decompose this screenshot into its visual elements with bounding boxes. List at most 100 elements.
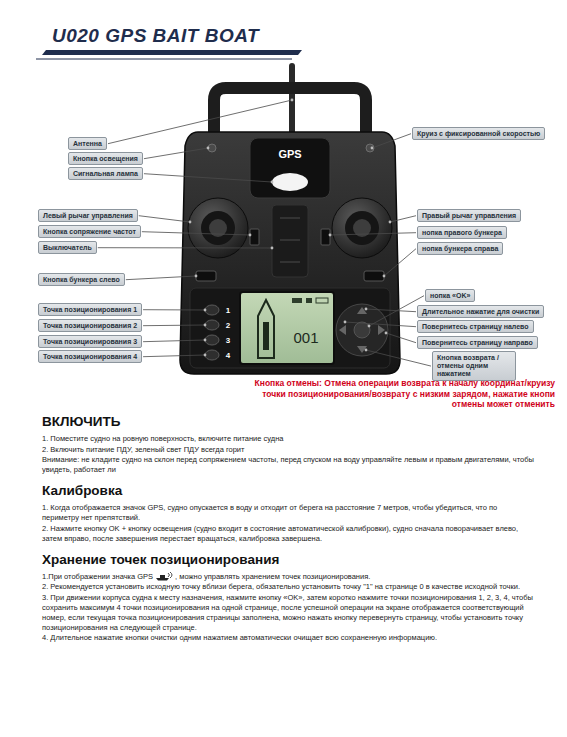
paragraph: 3. При движении корпуса судна к месту на… xyxy=(42,593,534,633)
callout-text: нопка правого бункера xyxy=(422,229,502,237)
callout-box: Длительное нажатие для очистки xyxy=(417,305,544,318)
point-button xyxy=(205,350,219,360)
leader-line xyxy=(143,340,205,342)
callout-box: Антенна xyxy=(68,137,107,150)
callout-text: Точка позиционирования 1 xyxy=(43,306,137,314)
callout-text: Точка позиционирования 3 xyxy=(43,338,137,346)
leader-line xyxy=(144,174,272,182)
callout-box: Левый рычаг управления xyxy=(38,209,138,222)
d-pad xyxy=(336,304,388,356)
instruction-text: 4. Длительное нажатие кнопки очистки одн… xyxy=(42,633,437,642)
pairing-switch xyxy=(250,229,259,245)
instruction-text: 1.При отображении значка GPS xyxy=(42,572,153,581)
bottom-panel xyxy=(190,288,390,368)
point-button xyxy=(205,305,219,315)
leader-dot xyxy=(329,234,332,237)
paragraph: Внимание: не кладите судно на склон пере… xyxy=(42,455,534,475)
leader-line xyxy=(372,134,411,148)
leader-line xyxy=(126,276,196,280)
right-joystick xyxy=(332,198,392,258)
leader-dot xyxy=(189,221,192,224)
callout-text: Кнопка возврата /отмены одним нажатием xyxy=(437,354,511,379)
leader-dot xyxy=(344,321,347,324)
paragraph: 2. Рекомендуется установить исходную точ… xyxy=(42,582,534,592)
leader-dot xyxy=(365,349,368,352)
instruction-text: 1. Когда отображается значок GPS, судно … xyxy=(42,503,497,522)
callout-box: Точка позиционирования 2 xyxy=(38,319,142,332)
callout-text: Круиз с фиксированной скоростью xyxy=(417,130,540,138)
leader-line xyxy=(330,233,416,235)
leader-dot xyxy=(368,325,371,328)
callout-box: нопка правого бункера xyxy=(417,226,507,239)
section-heading: Хранение точек позиционирования xyxy=(42,552,279,567)
left-joystick xyxy=(201,211,235,245)
d-pad-arrow xyxy=(357,346,367,353)
callout-box: Повернитесь страницу налево xyxy=(417,320,534,333)
leader-dot xyxy=(365,308,368,311)
instructions: ВКЛЮЧИТЬ 1. Поместите судно на ровную пов… xyxy=(42,414,534,643)
instruction-text: , можно управлять хранением точек позици… xyxy=(175,572,370,581)
button-number: 1 xyxy=(226,306,230,315)
leader-dot xyxy=(195,275,198,278)
leader-line xyxy=(345,322,416,327)
callout-text: Сигнальная лампа xyxy=(73,170,138,178)
callout-box: Кнопка освещения xyxy=(68,152,143,165)
right-joystick xyxy=(345,211,379,245)
leader-dot xyxy=(204,324,207,327)
leader-line xyxy=(390,216,416,222)
leader-line xyxy=(143,355,205,357)
instruction-text: 1. Поместите судно на ровную поверхность… xyxy=(42,434,283,443)
page-title: U020 GPS BAIT BOAT xyxy=(52,25,259,47)
screen-label: GPS xyxy=(278,148,301,160)
callout-text: Кнопка освещения xyxy=(73,155,138,163)
callout-box: Кнопка бункера слево xyxy=(38,273,125,286)
callout-text: Правый рычаг управления xyxy=(422,212,516,220)
leader-dot xyxy=(207,147,210,150)
button-number: 4 xyxy=(226,351,230,360)
d-pad-arrow xyxy=(339,325,346,335)
section-heading: ВКЛЮЧИТЬ xyxy=(42,414,120,429)
top-panel xyxy=(250,138,330,198)
callout-box: Точка позиционирования 4 xyxy=(38,350,142,363)
callout-text: Повернитесь страницу налево xyxy=(422,323,529,331)
callout-text: Повернитесь страницу направо xyxy=(422,339,533,347)
warning-note: Кнопка отмены: Отмена операции возврата … xyxy=(250,378,555,410)
callout-box: Выключатель xyxy=(38,241,97,254)
button-number: 2 xyxy=(226,321,230,330)
callout-text: Выключатель xyxy=(43,244,92,252)
leader-line xyxy=(143,325,205,327)
gps-icon xyxy=(168,572,172,578)
lcd-boat-icon xyxy=(263,322,269,350)
section-heading: Калибровка xyxy=(42,483,122,498)
lcd-screen xyxy=(240,292,334,364)
gps-icon xyxy=(155,572,173,581)
leader-dot xyxy=(371,147,374,150)
leader-line xyxy=(142,232,250,235)
point-button xyxy=(205,335,219,345)
callout-text: Кнопка бункера слево xyxy=(43,276,120,284)
leader-line xyxy=(366,309,416,312)
ok-button xyxy=(354,322,370,338)
remote-body xyxy=(180,132,400,374)
d-pad-arrow xyxy=(357,307,367,314)
callout-text: нопка «OK» xyxy=(430,292,470,300)
paragraph: 1.При отображении значка GPS , можно упра… xyxy=(42,572,534,582)
leader-dot xyxy=(271,181,274,184)
leader-line xyxy=(366,350,431,366)
instruction-text: 2. Нажмите кнопку OK + кнопку освещения … xyxy=(42,524,518,543)
ridge-slot xyxy=(280,217,300,219)
leader-dot xyxy=(204,339,207,342)
callout-text: Кнопка сопряжение частот xyxy=(43,228,136,236)
leader-line xyxy=(386,333,416,343)
instruction-text: Внимание: не кладите судно на склон пере… xyxy=(42,455,534,474)
callout-box: Точка позиционирования 3 xyxy=(38,335,142,348)
section: Хранение точек позиционирования xyxy=(42,552,534,568)
gps-icon xyxy=(160,575,165,578)
instruction-text: 2. Включить питание ПДУ, зеленый свет ПД… xyxy=(42,445,244,454)
leader-line xyxy=(98,247,272,248)
callout-box: Повернитесь страницу направо xyxy=(417,336,538,349)
button-number: 3 xyxy=(226,336,230,345)
instruction-text: 3. При движении корпуса судна к месту на… xyxy=(42,593,533,632)
section: Калибровка xyxy=(42,483,534,499)
callout-box: нопка бункера справа xyxy=(417,242,503,255)
